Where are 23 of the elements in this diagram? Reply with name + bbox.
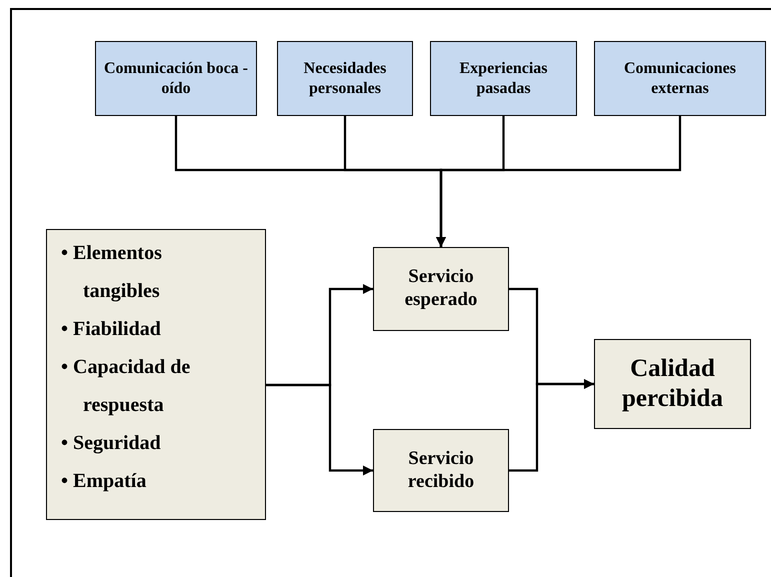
box-label: Comunicación boca - oído	[103, 59, 249, 98]
list-item: • Elementos tangibles	[61, 241, 163, 304]
list-box	[46, 229, 266, 520]
arrow	[266, 384, 373, 476]
process-box	[373, 247, 509, 331]
process-box	[373, 429, 509, 512]
box-label: Comunicaciones externas	[623, 59, 737, 98]
box-label: Necesidades personales	[302, 59, 388, 98]
box-label: Servicio esperado	[404, 266, 478, 312]
arrow	[509, 379, 594, 472]
process-box	[277, 41, 413, 116]
list-item: • Seguridad	[61, 431, 162, 456]
process-box	[430, 41, 577, 116]
arrow	[436, 116, 682, 247]
process-box	[95, 41, 257, 116]
box-label: Experiencias pasadas	[458, 59, 548, 98]
list-item: • Empatía	[61, 469, 148, 494]
list-item: • Capacidad de respuesta	[61, 355, 192, 418]
process-box	[594, 339, 751, 429]
box-label: Servicio recibido	[406, 448, 476, 494]
process-box	[594, 41, 766, 116]
box-label: Calidad percibida	[621, 354, 724, 414]
list-item: • Fiabilidad	[61, 317, 162, 342]
